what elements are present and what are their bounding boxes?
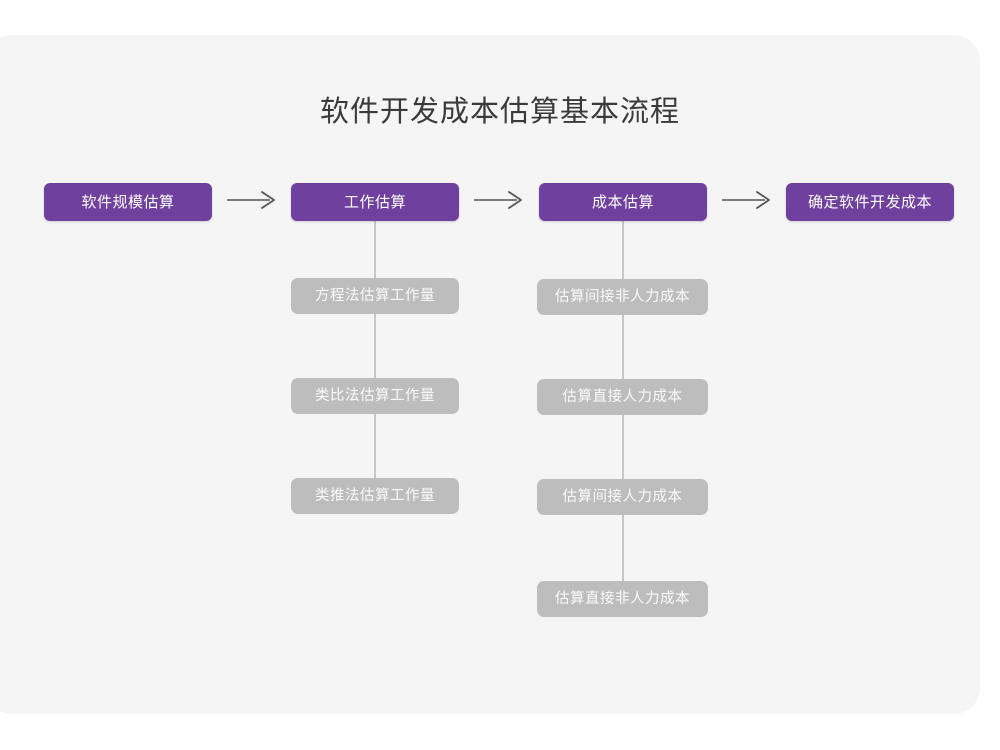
connector-line-cost-3 <box>622 415 624 479</box>
branch-node-analogy-method-effort[interactable]: 类比法估算工作量 <box>291 378 459 414</box>
content-card <box>0 35 980 714</box>
branch-node-label: 类推法估算工作量 <box>315 487 435 504</box>
connector-line-cost-4 <box>622 515 624 581</box>
branch-node-label: 估算直接非人力成本 <box>555 590 690 607</box>
connector-line-work-3 <box>374 414 376 478</box>
connector-line-cost-1 <box>622 210 624 279</box>
branch-node-label: 估算间接人力成本 <box>562 488 683 505</box>
page-title: 软件开发成本估算基本流程 <box>319 96 680 128</box>
flow-node-software-scale-estimation[interactable]: 软件规模估算 <box>44 183 212 221</box>
arrow-right-icon-1 <box>226 189 280 211</box>
flow-node-determine-development-cost[interactable]: 确定软件开发成本 <box>786 183 954 221</box>
branch-node-label: 估算间接非人力成本 <box>555 288 690 305</box>
arrow-right-icon-3 <box>721 189 775 211</box>
flow-node-label: 工作估算 <box>343 193 406 211</box>
flow-node-work-estimation[interactable]: 工作估算 <box>291 183 459 221</box>
connector-line-work-2 <box>374 314 376 378</box>
flow-node-label: 确定软件开发成本 <box>807 193 932 211</box>
arrow-right-icon-2 <box>473 189 527 211</box>
branch-node-equation-method-effort[interactable]: 方程法估算工作量 <box>291 278 459 314</box>
branch-node-label: 类比法估算工作量 <box>315 387 435 404</box>
connector-line-cost-2 <box>622 315 624 379</box>
branch-node-indirect-labor-cost[interactable]: 估算间接人力成本 <box>537 479 708 515</box>
flow-node-label: 软件规模估算 <box>81 193 175 211</box>
branch-node-label: 估算直接人力成本 <box>562 388 683 405</box>
branch-node-indirect-non-labor-cost[interactable]: 估算间接非人力成本 <box>537 279 708 315</box>
branch-node-label: 方程法估算工作量 <box>315 287 435 304</box>
connector-line-work-1 <box>374 210 376 278</box>
branch-node-extrapolation-method-effort[interactable]: 类推法估算工作量 <box>291 478 459 514</box>
branch-node-direct-non-labor-cost[interactable]: 估算直接非人力成本 <box>537 581 708 617</box>
flow-node-cost-estimation[interactable]: 成本估算 <box>539 183 707 221</box>
flow-node-label: 成本估算 <box>591 193 654 211</box>
branch-node-direct-labor-cost[interactable]: 估算直接人力成本 <box>537 379 708 415</box>
